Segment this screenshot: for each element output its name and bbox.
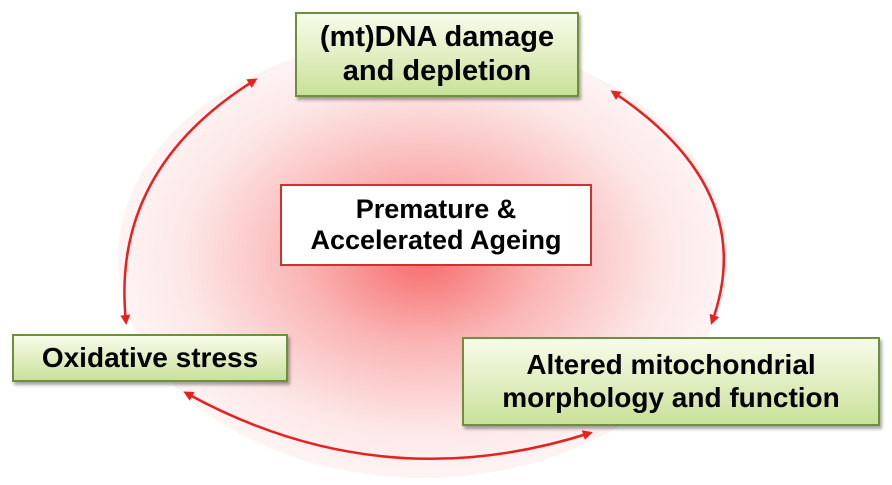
oxidative-stress-label: Oxidative stress [41, 341, 259, 373]
arrow-dna-to-altered [610, 90, 725, 325]
ageing-box: Premature & Accelerated Ageing [280, 184, 592, 266]
dna-damage-box: (mt)DNA damage and depletion [295, 12, 579, 97]
altered-mitochondria-label: Altered mitochondrial morphology and fun… [502, 349, 840, 413]
arrow-oxidative-to-altered [183, 391, 593, 461]
ageing-label: Premature & Accelerated Ageing [310, 193, 562, 255]
arrow-dna-to-oxidative [120, 78, 258, 325]
altered-mitochondria-box: Altered mitochondrial morphology and fun… [462, 337, 880, 426]
oxidative-stress-box: Oxidative stress [12, 334, 288, 382]
dna-damage-label: (mt)DNA damage and depletion [319, 21, 555, 87]
